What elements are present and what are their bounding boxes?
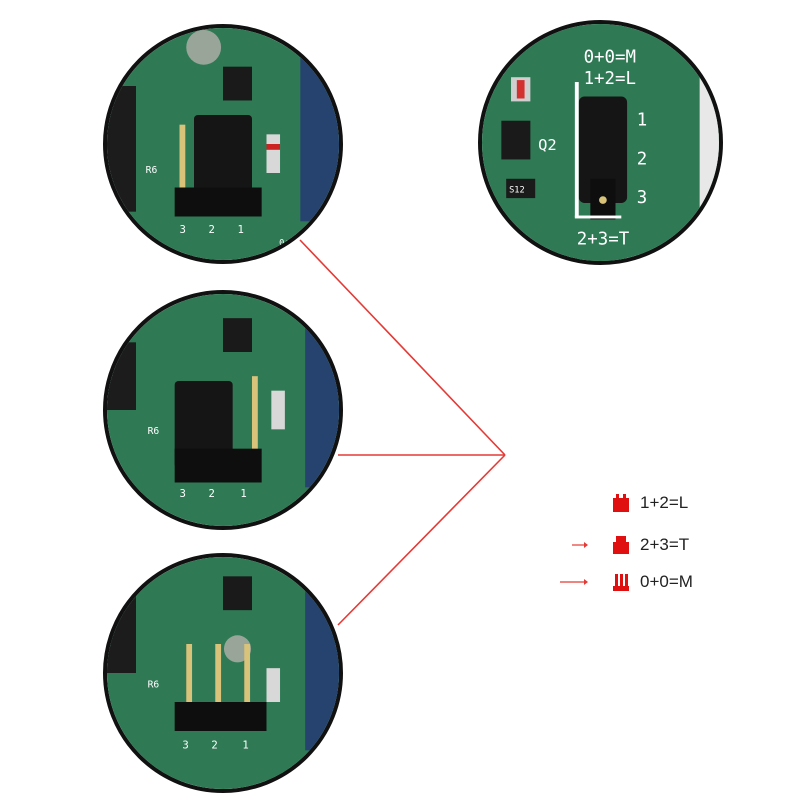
r6-label: R6 xyxy=(148,426,160,437)
jumper-2-3-icon xyxy=(613,536,629,554)
pin-1-label: 1 xyxy=(238,223,244,236)
s12-label: S12 xyxy=(509,185,525,195)
r6-label: R6 xyxy=(148,680,160,691)
pin-1-label: 1 xyxy=(242,738,248,751)
board-closeup-jumper-1-2: 3 2 1 R6 0+0=M 2+3=T xyxy=(103,24,343,264)
arrow-icon xyxy=(572,542,588,548)
legend-item-no-jumper: 0+0=M xyxy=(560,569,693,595)
board-zoom-legend: 0+0=M 1+2=L 1 2 3 2+3=T Q2 S12 xyxy=(478,20,723,265)
r6-label: R6 xyxy=(146,165,158,176)
setting-l-label: 1+2=L xyxy=(584,69,636,89)
setting-t-label: 2+3=T xyxy=(577,230,630,250)
board-closeup-no-jumper: 3 2 1 R6 xyxy=(103,553,343,793)
arrow-icon xyxy=(560,493,610,513)
q2-label: Q2 xyxy=(538,136,557,154)
legend-label: 2+3=T xyxy=(640,535,690,554)
pin-1-label: 1 xyxy=(637,111,647,131)
pin-2-label: 2 xyxy=(209,487,215,500)
no-jumper-icon xyxy=(613,574,629,591)
pin-2-label: 2 xyxy=(211,738,217,751)
legend-label: 0+0=M xyxy=(640,572,693,591)
setting-m-label: 0+0=M xyxy=(584,48,636,68)
pin-1-label: 1 xyxy=(240,487,246,500)
pin-3-label: 3 xyxy=(180,223,186,236)
legend-item-2-3: 2+3=T xyxy=(560,532,689,558)
connector-line-top xyxy=(299,239,506,456)
pin-3-label: 3 xyxy=(637,188,647,208)
pin-2-label: 2 xyxy=(637,149,647,169)
pin-3-label: 3 xyxy=(182,738,188,751)
legend-item-1-2: 1+2=L xyxy=(560,490,688,516)
arrow-icon xyxy=(560,579,588,585)
jumper-1-2-icon xyxy=(613,494,629,512)
connector-line-bottom xyxy=(337,454,506,626)
legend-label: 1+2=L xyxy=(640,493,689,512)
board-closeup-jumper-2-3: 3 2 1 R6 xyxy=(103,290,343,530)
pin-3-label: 3 xyxy=(180,487,186,500)
pin-2-label: 2 xyxy=(209,223,215,236)
